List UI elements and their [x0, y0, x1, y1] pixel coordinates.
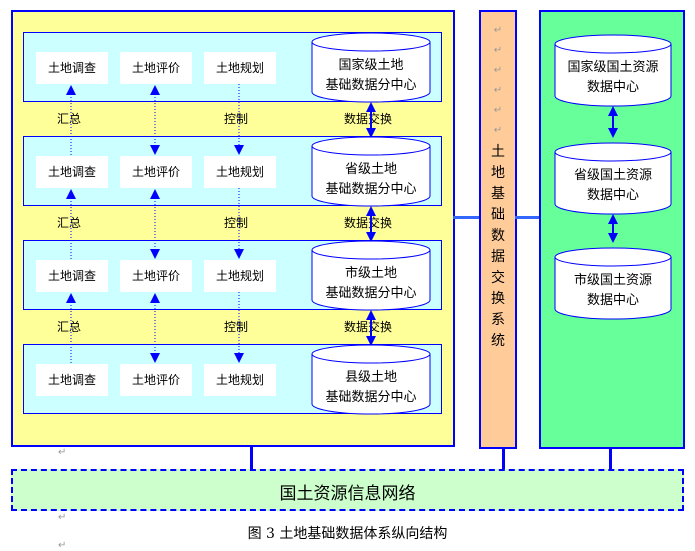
paragraph-mark: ↵ [58, 512, 67, 523]
cylinder-shape [311, 32, 431, 103]
center-name-line1: 市级国土资源 [573, 273, 652, 288]
summary-label: 汇总 [57, 216, 82, 230]
data-exchange-label: 数据交换 [344, 112, 393, 126]
land-survey-box: 土地调查 [36, 52, 108, 84]
center-name-line1: 国家级土地 [338, 58, 404, 73]
function-label: 土地调查 [47, 269, 96, 283]
connector-exchange-to-resource [515, 216, 539, 219]
cylinder-shape [311, 240, 431, 311]
exchange-system-char: 础 [491, 207, 505, 223]
paragraph-mark: ↵ [493, 105, 503, 116]
cylinder-shape [554, 247, 672, 320]
land-data-center-provincial: 省级土地 基础数据分中心 [310, 134, 432, 207]
resource-data-center-city: 市级国土资源 数据中心 [553, 245, 673, 320]
land-evaluation-box: 土地评价 [120, 156, 192, 188]
cylinder-shape [311, 344, 431, 415]
function-label: 土地规划 [215, 373, 264, 387]
land-resource-info-network: 国土资源信息网络 [11, 469, 684, 511]
control-label: 控制 [224, 112, 249, 126]
cylinder-shape [554, 34, 672, 107]
connector-land-to-network [250, 445, 253, 469]
data-exchange-label: 数据交换 [344, 216, 393, 230]
land-planning-box: 土地规划 [204, 52, 276, 84]
land-planning-box: 土地规划 [204, 364, 276, 396]
land-planning-box: 土地规划 [204, 260, 276, 292]
function-label: 土地评价 [131, 373, 180, 387]
paragraph-mark: ↵ [58, 447, 67, 458]
land-evaluation-box: 土地评价 [120, 52, 192, 84]
control-label: 控制 [224, 216, 249, 230]
function-label: 土地评价 [131, 61, 180, 75]
center-name-line2: 基础数据分中心 [325, 286, 417, 301]
data-exchange-system-column: ↵ ↵ ↵ ↵ ↵ ↵ 土地基础数据交换系统 [479, 10, 517, 449]
function-label: 土地规划 [215, 61, 264, 75]
center-name-line2: 基础数据分中心 [325, 78, 417, 93]
cylinder-shape [311, 136, 431, 207]
land-survey-box: 土地调查 [36, 260, 108, 292]
data-exchange-label: 数据交换 [344, 320, 393, 334]
land-evaluation-box: 土地评价 [120, 260, 192, 292]
land-data-center-city: 市级土地 基础数据分中心 [310, 238, 432, 311]
summary-label: 汇总 [57, 320, 82, 334]
exchange-system-char: 数 [491, 228, 505, 244]
paragraph-mark: ↵ [493, 85, 503, 96]
paragraph-mark: ↵ [493, 25, 503, 36]
center-name-line1: 国家级国土资源 [567, 60, 659, 75]
land-data-center-county: 县级土地 基础数据分中心 [310, 342, 432, 415]
exchange-system-char: 基 [491, 186, 505, 202]
exchange-system-char: 地 [491, 165, 505, 181]
center-name-line2: 数据中心 [586, 293, 639, 308]
exchange-system-char: 系 [491, 312, 505, 328]
land-planning-box: 土地规划 [204, 156, 276, 188]
function-label: 土地调查 [47, 373, 96, 387]
land-survey-box: 土地调查 [36, 364, 108, 396]
function-label: 土地规划 [215, 165, 264, 179]
center-name-line2: 数据中心 [586, 80, 639, 95]
connector-exchange-to-network [502, 447, 505, 469]
paragraph-mark: ↵ [58, 540, 67, 551]
resource-data-center-area: 国家级国土资源 数据中心 省级国土资源 数据中心 市级国土资源 数据中心 [539, 10, 685, 449]
function-label: 土地评价 [131, 165, 180, 179]
paragraph-mark: ↵ [493, 65, 503, 76]
figure-caption: 图 3 土地基础数据体系纵向结构 [247, 526, 448, 542]
network-label: 国土资源信息网络 [279, 484, 416, 504]
resource-data-center-national: 国家级国土资源 数据中心 [553, 32, 673, 107]
land-survey-box: 土地调查 [36, 156, 108, 188]
exchange-system-char: 土 [491, 144, 505, 160]
center-name-line2: 数据中心 [586, 188, 639, 203]
connector-resource-to-network [609, 447, 612, 469]
function-label: 土地调查 [47, 165, 96, 179]
center-name-line2: 基础数据分中心 [325, 390, 417, 405]
center-name-line1: 县级土地 [344, 370, 397, 385]
function-label: 土地规划 [215, 269, 264, 283]
exchange-system-char: 换 [491, 291, 505, 307]
center-name-line1: 市级土地 [344, 266, 397, 281]
summary-label: 汇总 [57, 112, 82, 126]
exchange-system-char: 统 [491, 333, 505, 349]
resource-data-center-provincial: 省级国土资源 数据中心 [553, 140, 673, 215]
function-label: 土地评价 [131, 269, 180, 283]
land-data-center-national: 国家级土地 基础数据分中心 [310, 30, 432, 103]
center-name-line2: 基础数据分中心 [325, 182, 417, 197]
function-label: 土地调查 [47, 61, 96, 75]
land-evaluation-box: 土地评价 [120, 364, 192, 396]
center-name-line1: 省级土地 [344, 162, 397, 177]
cylinder-shape [554, 142, 672, 215]
paragraph-mark: ↵ [493, 125, 503, 136]
exchange-system-char: 交 [491, 270, 505, 286]
exchange-system-char: 据 [491, 249, 505, 265]
connector-land-to-exchange [453, 216, 479, 219]
control-label: 控制 [224, 320, 249, 334]
paragraph-mark: ↵ [493, 45, 503, 56]
center-name-line1: 省级国土资源 [573, 168, 652, 183]
